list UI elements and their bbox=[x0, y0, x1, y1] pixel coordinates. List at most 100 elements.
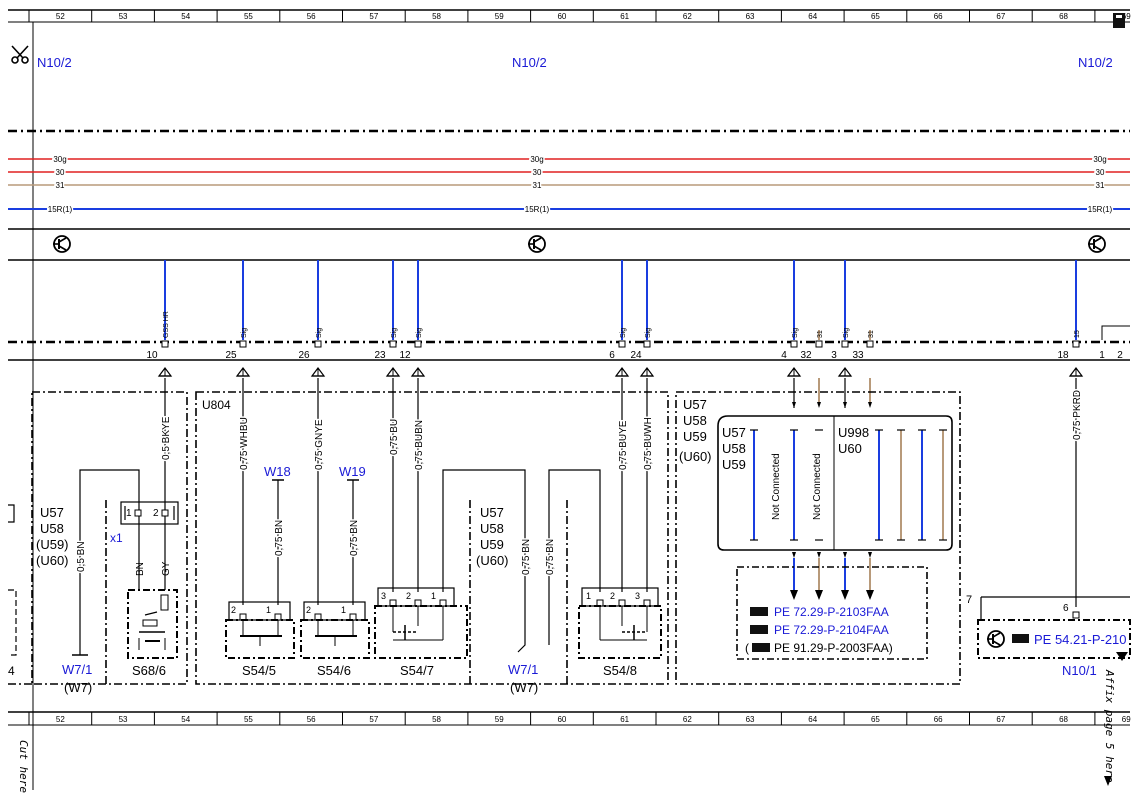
wire-label-w23: 0,75 BU bbox=[389, 419, 400, 455]
group-outlines bbox=[8, 391, 961, 685]
ruler-label: 69 bbox=[1122, 715, 1131, 724]
left-edge-fragments bbox=[8, 504, 17, 656]
not-connected-a: Not Connected bbox=[771, 453, 782, 520]
ruler-label: 61 bbox=[620, 715, 629, 724]
ruler-label: 62 bbox=[683, 12, 692, 21]
component-w7-1-a: W7/1 bbox=[62, 662, 92, 677]
group-label-u804: U804 bbox=[202, 398, 231, 412]
s54-5-pin-1: 1 bbox=[266, 605, 271, 615]
bus-pin-number: 12 bbox=[399, 350, 411, 361]
bus-pin-number: 3 bbox=[831, 350, 837, 361]
rail-label-r31: 31 bbox=[56, 181, 65, 190]
rail-label-r31: 31 bbox=[1096, 181, 1105, 190]
ref-link-2[interactable]: PE 72.29-P-2104FAA bbox=[774, 623, 889, 637]
wire-label-bn4: 0,75 BN bbox=[521, 539, 532, 575]
reference-box bbox=[736, 566, 928, 660]
bus-signal-label: 31 bbox=[817, 330, 824, 338]
ruler-label: 68 bbox=[1059, 715, 1068, 724]
bus-signal-label: Sig bbox=[316, 328, 323, 338]
connector-symbol bbox=[236, 367, 250, 377]
bus-pin-number: 33 bbox=[852, 350, 864, 361]
label-seven: 7 bbox=[966, 594, 972, 606]
ground-icon bbox=[1087, 235, 1106, 253]
component-s54-7: S54/7 bbox=[400, 663, 434, 678]
component-w7-b: (W7) bbox=[510, 680, 538, 695]
ruler-label: 55 bbox=[244, 715, 253, 724]
label-u60p-a: (U60) bbox=[36, 553, 69, 568]
bus-signal-label: 15 bbox=[1074, 330, 1081, 338]
bus-signal-label: Sig bbox=[391, 328, 398, 338]
ruler-label: 58 bbox=[432, 715, 441, 724]
wire-label-w24: 0,75 BUWH bbox=[643, 417, 654, 470]
s54-7-pin-2: 2 bbox=[406, 591, 411, 601]
bus-pin-number: 2 bbox=[1117, 350, 1123, 361]
ruler-label: 52 bbox=[56, 715, 65, 724]
label-u59-c: U59 bbox=[683, 429, 707, 444]
ruler-label: 68 bbox=[1059, 12, 1068, 21]
ruler-label: 60 bbox=[557, 715, 566, 724]
ref-link-4[interactable]: PE 54.21-P-210 bbox=[1034, 632, 1127, 647]
wire-cap-gy: GY bbox=[161, 561, 172, 576]
ruler-label: 60 bbox=[557, 12, 566, 21]
ref-link-3[interactable]: PE 91.29-P-2003FAA) bbox=[774, 641, 893, 655]
ruler-label: 65 bbox=[871, 12, 880, 21]
x1-pin-2: 2 bbox=[153, 508, 159, 519]
bus-pin-number: 32 bbox=[800, 350, 812, 361]
bus-pin-number: 24 bbox=[630, 350, 642, 361]
module-label-left: N10/2 bbox=[37, 55, 72, 70]
connector-symbol bbox=[615, 367, 629, 377]
bus-signal-label: Sig bbox=[645, 328, 652, 338]
bus-signal-label: Sig bbox=[416, 328, 423, 338]
ref-open-paren: ( bbox=[745, 641, 749, 655]
ruler-label: 59 bbox=[495, 715, 504, 724]
ruler-label: 56 bbox=[307, 12, 316, 21]
ruler-label: 56 bbox=[307, 715, 316, 724]
not-connected-b: Not Connected bbox=[812, 453, 823, 520]
variant-box bbox=[717, 415, 953, 551]
harness-wires bbox=[72, 378, 1077, 656]
affix-page-label: Affix page 5 here bbox=[1103, 669, 1116, 783]
ruler-label: 54 bbox=[181, 12, 190, 21]
component-s54-5: S54/5 bbox=[242, 663, 276, 678]
s54-5-pin-2: 2 bbox=[231, 605, 236, 615]
ref-link-1[interactable]: PE 72.29-P-2103FAA bbox=[774, 605, 889, 619]
connector-symbol bbox=[311, 367, 325, 377]
ruler-label: 67 bbox=[996, 12, 1005, 21]
switch-s68-6 bbox=[127, 589, 178, 659]
ruler-label: 66 bbox=[934, 715, 943, 724]
ruler-label: 53 bbox=[119, 715, 128, 724]
rail-label-r30g: 30g bbox=[53, 155, 66, 164]
wire-label-w26: 0,75 GNYE bbox=[314, 419, 325, 470]
ground-icon bbox=[986, 630, 1005, 648]
bus-pin-number: 10 bbox=[146, 350, 158, 361]
printer-icon bbox=[1113, 13, 1125, 28]
component-s68-6: S68/6 bbox=[132, 663, 166, 678]
bus-pin-number: 6 bbox=[609, 350, 615, 361]
wire-cap-bn: BN bbox=[135, 562, 146, 576]
connector-symbol bbox=[640, 367, 654, 377]
switch-s54-5 bbox=[225, 601, 295, 659]
connector-symbol bbox=[838, 367, 852, 377]
wire-label-w18: 0,75 PKRD bbox=[1072, 390, 1083, 440]
bus-signal-label: Sig bbox=[792, 328, 799, 338]
label-u57-a: U57 bbox=[40, 505, 64, 520]
bus-pin-number: 26 bbox=[298, 350, 310, 361]
module-label-right: N10/2 bbox=[1078, 55, 1113, 70]
ground-icon bbox=[52, 235, 71, 253]
ruler-label: 57 bbox=[369, 715, 378, 724]
hand-pointer-icon bbox=[750, 607, 770, 652]
component-n10-1: N10/1 bbox=[1062, 663, 1097, 678]
bus-pin-number: 1 bbox=[1099, 350, 1105, 361]
s54-7-pin-1: 1 bbox=[431, 591, 436, 601]
ruler-label: 69 bbox=[1122, 12, 1131, 21]
label-u59-d: U59 bbox=[722, 457, 746, 472]
bus-pin-number: 18 bbox=[1057, 350, 1069, 361]
component-s54-8: S54/8 bbox=[603, 663, 637, 678]
ruler-label: 59 bbox=[495, 12, 504, 21]
wire-label-bn2: 0,75 BN bbox=[274, 520, 285, 556]
rail-label-r30: 30 bbox=[1096, 168, 1105, 177]
rail-label-r30g: 30g bbox=[1093, 155, 1106, 164]
switch-s54-7 bbox=[374, 587, 468, 659]
